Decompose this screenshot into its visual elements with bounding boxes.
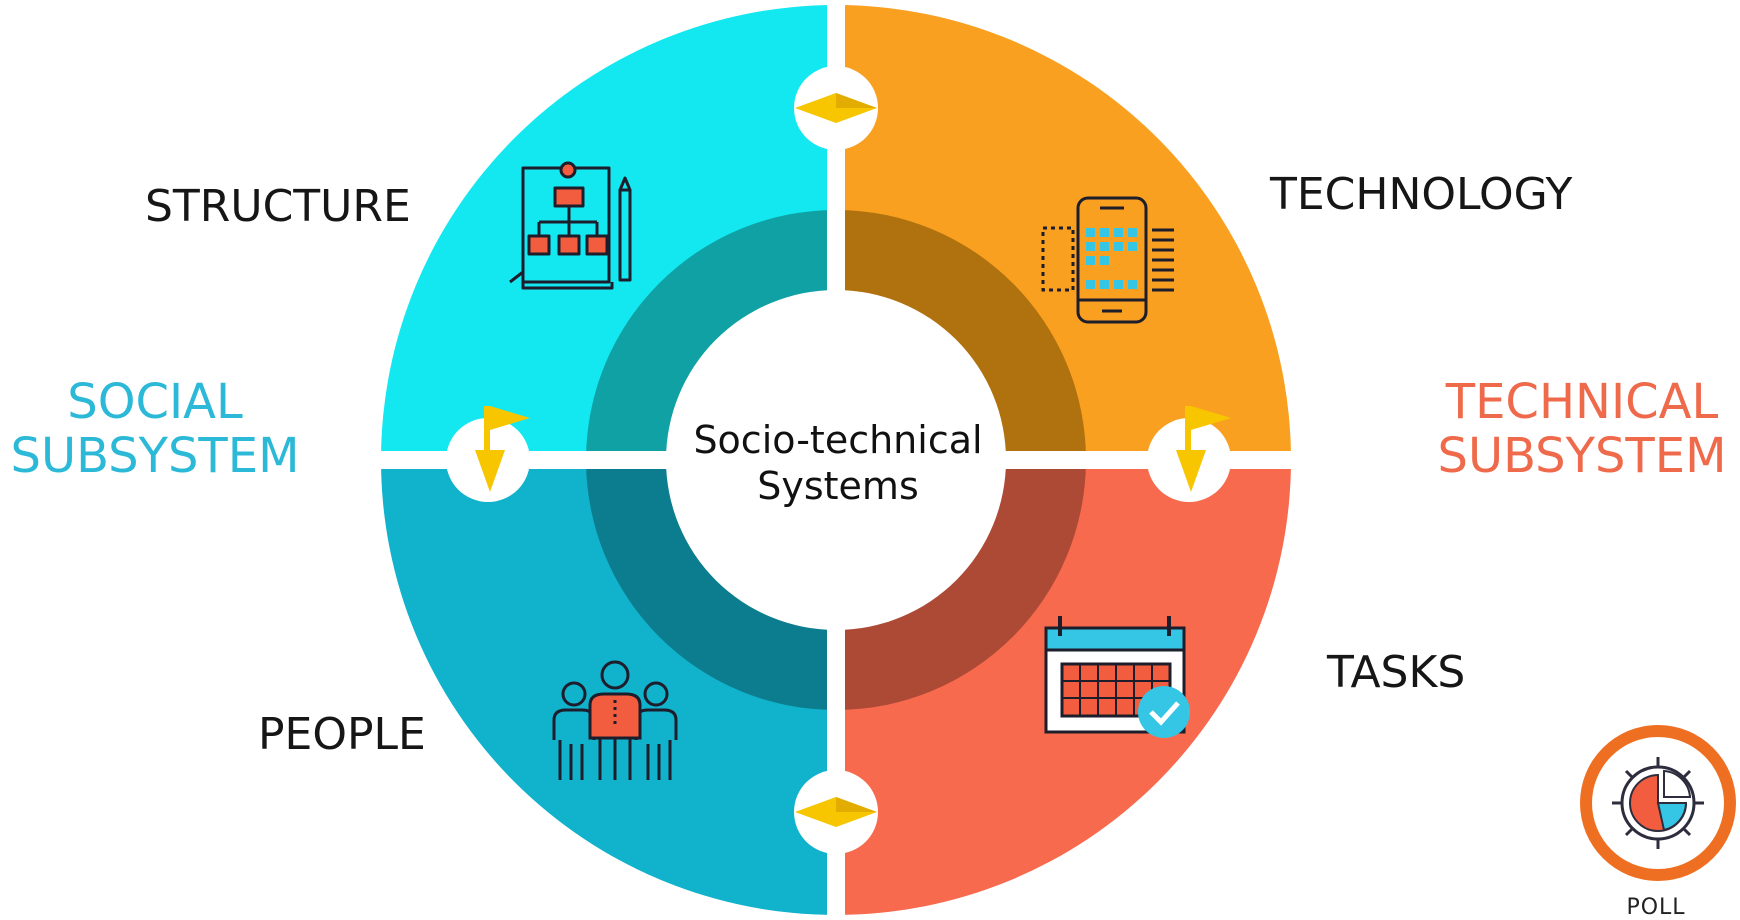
social-subsystem-line2: SUBSYSTEM	[10, 427, 300, 484]
people-label: PEOPLE	[258, 709, 426, 760]
center-title: Socio-technical Systems	[638, 418, 1038, 509]
gear-pie-chart-icon	[1580, 725, 1736, 881]
structure-label: STRUCTURE	[145, 181, 411, 232]
technical-subsystem-line1: TECHNICAL	[1445, 374, 1719, 430]
tasks-label: TASKS	[1327, 647, 1466, 698]
app-grid	[1086, 228, 1137, 289]
technical-subsystem-line2: SUBSYSTEM	[1437, 427, 1727, 484]
org-chart-document-icon	[509, 161, 632, 290]
left-flag-icon	[446, 406, 530, 502]
poll-label: POLL	[1626, 895, 1686, 920]
center-circle	[666, 290, 1006, 630]
technical-subsystem-label: TECHNICAL SUBSYSTEM	[1424, 374, 1740, 484]
mobile-app-icon	[1041, 196, 1174, 324]
center-title-line2: Systems	[757, 463, 919, 508]
team-people-icon	[552, 660, 678, 780]
poll-button[interactable]: POLL	[1572, 719, 1740, 920]
social-subsystem-line1: SOCIAL	[67, 374, 243, 430]
social-subsystem-label: SOCIAL SUBSYSTEM	[5, 374, 305, 484]
calendar-check-icon	[1044, 616, 1190, 738]
bottom-connector-icon	[794, 770, 878, 854]
right-flag-icon	[1147, 406, 1231, 502]
top-connector-icon	[794, 66, 878, 150]
technology-label: TECHNOLOGY	[1270, 169, 1573, 220]
center-title-line1: Socio-technical	[693, 418, 983, 462]
